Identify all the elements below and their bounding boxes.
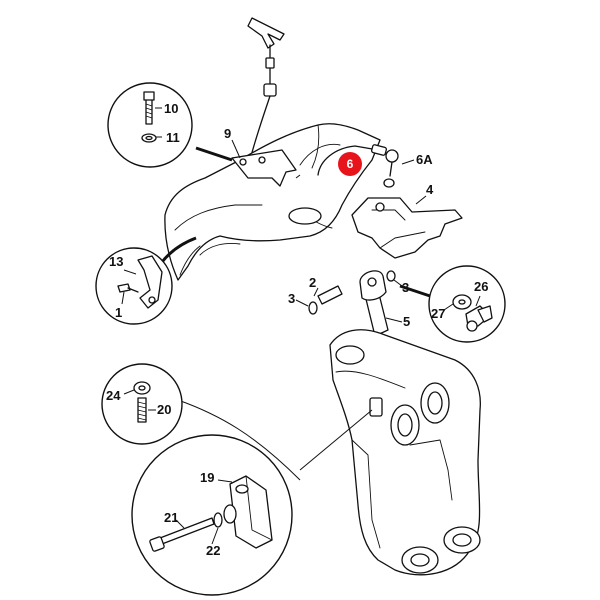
label-13: 13 <box>109 254 123 269</box>
label-11: 11 <box>166 130 180 145</box>
label-6: 6 <box>347 157 354 171</box>
label-6a: 6A <box>416 152 433 167</box>
label-24: 24 <box>106 388 121 403</box>
grease-line-assembly <box>247 17 285 161</box>
label-2: 2 <box>309 275 316 290</box>
label-1: 1 <box>115 305 122 320</box>
detail-fitting: 26 27 <box>428 265 506 343</box>
highlight-marker-6[interactable]: 6 <box>338 152 362 176</box>
label-10: 10 <box>164 101 178 116</box>
label-3-right: 3 <box>402 280 409 295</box>
mounting-plate <box>231 149 297 187</box>
highlight-dot <box>338 152 362 176</box>
label-5: 5 <box>403 314 410 329</box>
label-26: 26 <box>474 279 488 294</box>
hose-routing-lines <box>160 146 431 481</box>
main-labels: 9 6A 4 2 3 3 5 <box>224 126 434 329</box>
grease-hose <box>317 144 399 188</box>
detail-clip: 13 1 <box>95 247 173 325</box>
bracket <box>351 197 463 259</box>
pivot-pin-set <box>308 285 343 315</box>
label-22: 22 <box>206 543 220 558</box>
label-4: 4 <box>426 182 434 197</box>
label-3-left: 3 <box>288 291 295 306</box>
label-9: 9 <box>224 126 231 141</box>
detail-bolt-washer: 10 11 <box>107 82 193 168</box>
upper-frame-arm <box>164 123 381 281</box>
detail-grease-nipple: 24 20 <box>101 363 183 445</box>
detail-block-bolt: 19 21 22 <box>131 434 293 596</box>
label-21: 21 <box>164 510 178 525</box>
label-19: 19 <box>200 470 214 485</box>
label-27: 27 <box>431 306 445 321</box>
label-20: 20 <box>157 402 171 417</box>
lower-main-bracket <box>329 329 481 576</box>
pin-5 <box>359 270 396 337</box>
